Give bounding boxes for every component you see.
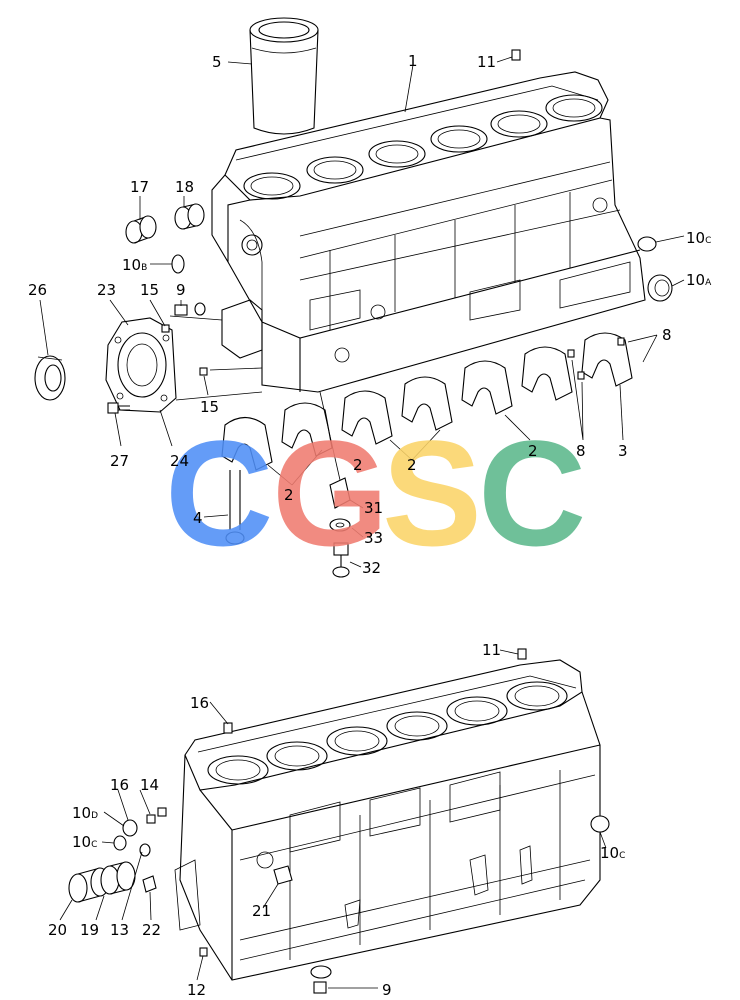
bottom-leader-lines — [59, 649, 607, 989]
oil-jet-and-bolts — [225, 391, 351, 578]
callout-15-lower: 15 — [200, 398, 219, 416]
cam-bushings — [125, 203, 205, 274]
callout-17: 17 — [130, 178, 149, 196]
rear-oil-seal — [34, 355, 66, 401]
callout-1: 1 — [408, 52, 418, 70]
callout-11-top: 11 — [477, 53, 496, 71]
cgsc-watermark: C G S C — [165, 409, 586, 577]
watermark-letter-s: S — [382, 409, 482, 577]
callout-5: 5 — [212, 53, 222, 71]
top-cylinder-block-assembly — [34, 17, 685, 578]
callout-24: 24 — [170, 452, 189, 470]
bottom-block-deck — [184, 659, 583, 791]
callout-10c-top: 10C — [686, 229, 711, 247]
callout-labels: 1 5 11 17 18 10B 26 23 15 9 10C 10A 8 8 … — [28, 52, 712, 999]
callout-12: 12 — [187, 981, 206, 999]
callout-2-right: 2 — [528, 442, 538, 460]
oil-gallery-plug — [511, 49, 521, 61]
bottom-cylinder-block-assembly — [59, 648, 610, 994]
front-plate — [221, 299, 263, 359]
top-leader-lines — [39, 56, 685, 568]
housing-bolt — [107, 402, 130, 414]
callout-13: 13 — [110, 921, 129, 939]
callout-27: 27 — [110, 452, 129, 470]
cylinder-liner — [249, 17, 319, 135]
callout-3: 3 — [618, 442, 628, 460]
callout-18: 18 — [175, 178, 194, 196]
callout-9-top: 9 — [176, 281, 186, 299]
callout-26: 26 — [28, 281, 47, 299]
callout-16-top: 16 — [190, 694, 209, 712]
callout-14: 14 — [140, 776, 159, 794]
callout-2-mid-right: 2 — [407, 456, 417, 474]
watermark-letter-c1: C — [165, 409, 273, 577]
bottom-block-body — [174, 691, 601, 981]
dowel-pins — [567, 337, 625, 380]
callout-32: 32 — [362, 559, 381, 577]
callout-23: 23 — [97, 281, 116, 299]
callout-10c-right: 10C — [600, 844, 625, 862]
block-top-deck — [224, 71, 609, 201]
expansion-plugs — [637, 236, 673, 302]
callout-2-mid-left: 2 — [353, 456, 363, 474]
callout-9-bottom: 9 — [382, 981, 392, 999]
rear-seal-housing — [105, 317, 177, 413]
callout-19: 19 — [80, 921, 99, 939]
callout-2-left: 2 — [284, 486, 294, 504]
small-plugs — [161, 302, 208, 376]
callout-8-lower: 8 — [576, 442, 586, 460]
watermark-letter-c2: C — [478, 409, 586, 577]
callout-20: 20 — [48, 921, 67, 939]
callout-10a: 10A — [686, 271, 712, 289]
bottom-small-parts — [68, 648, 610, 994]
callout-21: 21 — [252, 902, 271, 920]
callout-31: 31 — [364, 499, 383, 517]
callout-11-bottom: 11 — [482, 641, 501, 659]
main-bearing-caps — [221, 332, 633, 471]
callout-15-upper: 15 — [140, 281, 159, 299]
callout-10d: 10D — [72, 804, 98, 822]
callout-8-right: 8 — [662, 326, 672, 344]
callout-10c-left: 10C — [72, 833, 97, 851]
callout-16-left: 16 — [110, 776, 129, 794]
callout-10b: 10B — [122, 256, 147, 274]
callout-33: 33 — [364, 529, 383, 547]
block-body — [211, 117, 646, 393]
callout-22: 22 — [142, 921, 161, 939]
watermark-letter-g: G — [272, 409, 389, 577]
callout-4: 4 — [193, 509, 203, 527]
